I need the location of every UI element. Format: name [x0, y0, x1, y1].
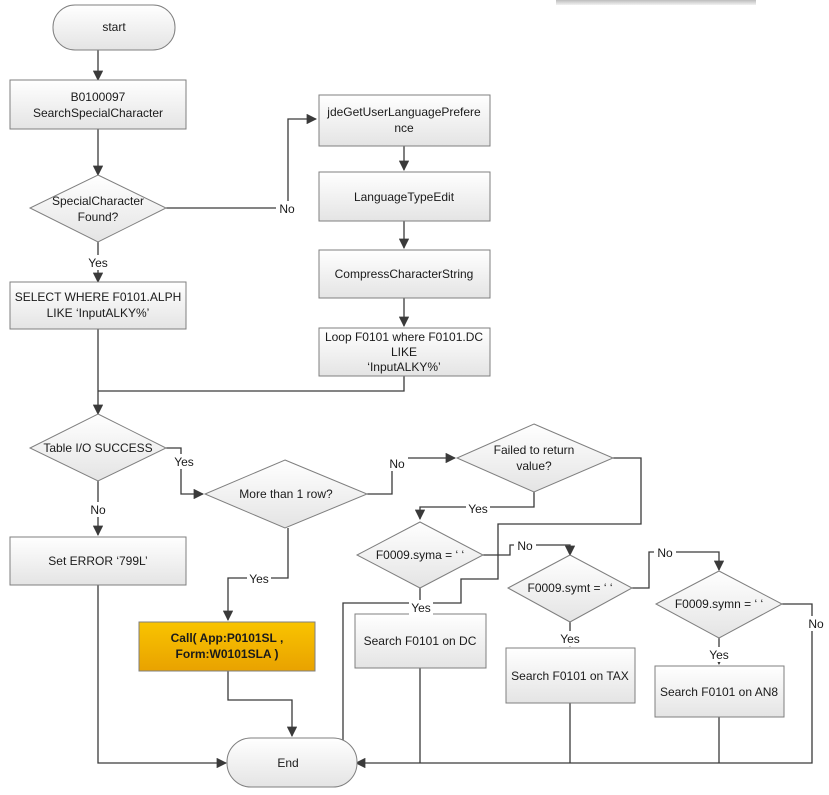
failed-to-return-label-line1: Failed to return — [494, 443, 575, 457]
failed-to-return-label-line2: value? — [516, 459, 552, 473]
set-error-box: Set ERROR ‘799L’ — [9, 536, 187, 586]
end-label: End — [277, 756, 298, 770]
jde-language-box: jdeGetUserLanguagePrefere nce — [318, 94, 491, 147]
symt-decision: F0009.symt = ‘ ‘ — [506, 554, 634, 623]
search-an8-label: Search F0101 on AN8 — [660, 685, 778, 699]
edge-labels: No Yes Yes No No Yes Yes No Yes No Yes N… — [87, 201, 828, 662]
edge-label-syma-yes: Yes — [411, 601, 431, 615]
call-app-label-line1: Call( App:P0101SL , — [171, 631, 284, 645]
loop-dc-label-line3: ‘InputALKY%’ — [367, 360, 440, 374]
edge-label-symt-yes: Yes — [560, 632, 580, 646]
jde-language-label-line1: jdeGetUserLanguagePrefere — [326, 105, 481, 119]
edge-label-symt-no: No — [657, 546, 673, 560]
symt-label: F0009.symt = ‘ ‘ — [527, 581, 612, 595]
edge-call-end — [227, 671, 298, 738]
end-node: End — [226, 737, 358, 788]
edge-symn-end — [354, 603, 813, 769]
decorative-shadow — [556, 0, 756, 5]
b0100097-label-line2: SearchSpecialCharacter — [33, 106, 163, 120]
edge-label-special-no: No — [279, 202, 295, 216]
edge-label-morerow-yes: Yes — [249, 572, 269, 586]
select-alph-box: SELECT WHERE F0101.ALPH LIKE ‘InputALKY%… — [9, 281, 187, 330]
table-io-label: Table I/O SUCCESS — [43, 441, 152, 455]
edge-label-symn-yes: Yes — [709, 648, 729, 662]
edge-failed-end — [342, 457, 642, 769]
edge-label-morerow-no: No — [389, 457, 405, 471]
edge-label-syma-no: No — [517, 539, 533, 553]
search-tax-box: Search F0101 on TAX — [505, 647, 636, 704]
more-than-one-row-label: More than 1 row? — [239, 487, 333, 501]
edge-symt-symn — [632, 551, 725, 589]
start-node: start — [52, 4, 176, 51]
symn-decision: F0009.symn = ‘ ‘ — [654, 570, 784, 639]
special-character-label-line1: SpecialCharacter — [52, 194, 144, 208]
compress-character-label: CompressCharacterString — [335, 267, 474, 281]
language-type-edit-box: LanguageTypeEdit — [318, 171, 491, 222]
search-dc-label: Search F0101 on DC — [364, 634, 477, 648]
more-than-one-row-decision: More than 1 row? — [203, 459, 369, 529]
edge-seterror-end — [97, 585, 228, 769]
edge-syma-symt — [483, 544, 576, 557]
compress-character-box: CompressCharacterString — [318, 249, 491, 299]
b0100097-label-line1: B0100097 — [71, 90, 126, 104]
jde-language-label-line2: nce — [394, 121, 414, 135]
edge-label-failed-yes: Yes — [468, 502, 488, 516]
b0100097-box: B0100097 SearchSpecialCharacter — [9, 79, 187, 130]
edge-label-tableio-no: No — [90, 503, 106, 517]
call-app-label-line2: Form:W0101SLA ) — [176, 647, 279, 661]
search-tax-label: Search F0101 on TAX — [511, 669, 629, 683]
select-alph-label-line1: SELECT WHERE F0101.ALPH — [15, 290, 182, 304]
edge-tableio-morerow — [166, 447, 205, 500]
edge-morerow-failed — [367, 452, 457, 495]
edge-label-special-yes: Yes — [88, 256, 108, 270]
set-error-label: Set ERROR ‘799L’ — [48, 554, 147, 568]
edge-loop-merge — [98, 376, 405, 392]
syma-label: F0009.syma = ‘ ‘ — [376, 548, 464, 562]
loop-dc-box: Loop F0101 where F0101.DC LIKE ‘InputALK… — [318, 327, 491, 377]
language-type-edit-label: LanguageTypeEdit — [354, 190, 455, 204]
search-dc-box: Search F0101 on DC — [354, 613, 487, 669]
loop-dc-label-line1: Loop F0101 where F0101.DC — [325, 330, 483, 344]
failed-to-return-decision: Failed to return value? — [455, 423, 615, 493]
loop-dc-label-line2: LIKE — [391, 345, 417, 359]
symn-label: F0009.symn = ‘ ‘ — [675, 597, 763, 611]
edge-label-tableio-yes: Yes — [174, 455, 194, 469]
table-io-decision: Table I/O SUCCESS — [28, 413, 168, 482]
special-character-label-line2: Found? — [78, 210, 119, 224]
search-an8-box: Search F0101 on AN8 — [654, 665, 785, 718]
edge-label-symn-no: No — [808, 617, 824, 631]
start-label: start — [102, 20, 126, 34]
edge-special-jde — [166, 113, 318, 209]
call-app-box: Call( App:P0101SL , Form:W0101SLA ) — [138, 621, 316, 672]
special-character-decision: SpecialCharacter Found? — [28, 174, 168, 243]
syma-decision: F0009.syma = ‘ ‘ — [355, 521, 485, 589]
select-alph-label-line2: LIKE ‘InputALKY%’ — [47, 306, 150, 320]
